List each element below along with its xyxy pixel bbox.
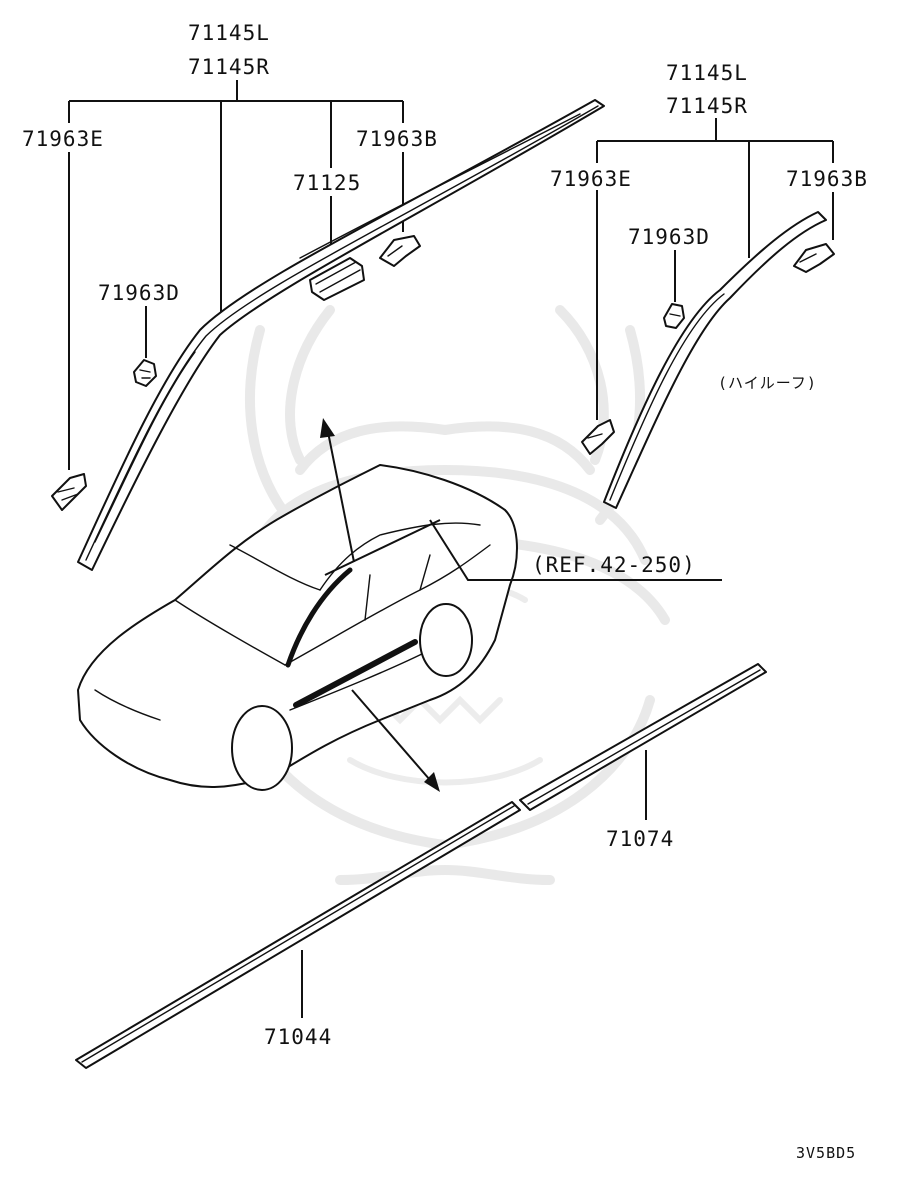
label-71125: 71125: [293, 171, 361, 195]
right-roof-molding: [603, 211, 827, 509]
arrow-down-icon: [351, 689, 440, 792]
ref-leader: [429, 519, 722, 581]
left-clip-71125: [309, 257, 365, 301]
car-outline: [77, 464, 518, 791]
left-clip-71963E: [51, 473, 87, 511]
arrow-up-icon: [320, 418, 355, 563]
right-leader-lines: [596, 118, 834, 420]
label-diagram-code: 3V5BD5: [796, 1144, 856, 1162]
right-clip-71963D: [663, 303, 685, 329]
left-roof-molding: [77, 99, 605, 571]
label-71963D-left: 71963D: [98, 281, 180, 305]
left-clip-71963B: [379, 235, 421, 267]
label-71963B-left: 71963B: [356, 127, 438, 151]
side-molding-71044: [75, 801, 521, 1069]
side-molding-71074: [519, 663, 767, 820]
label-71963E-right: 71963E: [550, 167, 632, 191]
label-71145L-left: 71145L: [188, 21, 270, 45]
right-clip-71963B: [793, 243, 835, 273]
label-high-roof-note: (ハイルーフ): [718, 374, 817, 392]
label-71145R-right: 71145R: [666, 94, 748, 118]
label-71145R-left: 71145R: [188, 55, 270, 79]
car-highlight-moldings: [285, 519, 441, 708]
label-71963E-left: 71963E: [22, 127, 104, 151]
right-clip-71963E: [581, 419, 615, 455]
left-clip-71963D: [133, 359, 157, 387]
label-ref: (REF.42-250): [532, 553, 696, 577]
label-71074: 71074: [606, 827, 674, 851]
label-71044: 71044: [264, 1025, 332, 1049]
label-71963B-right: 71963B: [786, 167, 868, 191]
label-71963D-right: 71963D: [628, 225, 710, 249]
label-71145L-right: 71145L: [666, 61, 748, 85]
